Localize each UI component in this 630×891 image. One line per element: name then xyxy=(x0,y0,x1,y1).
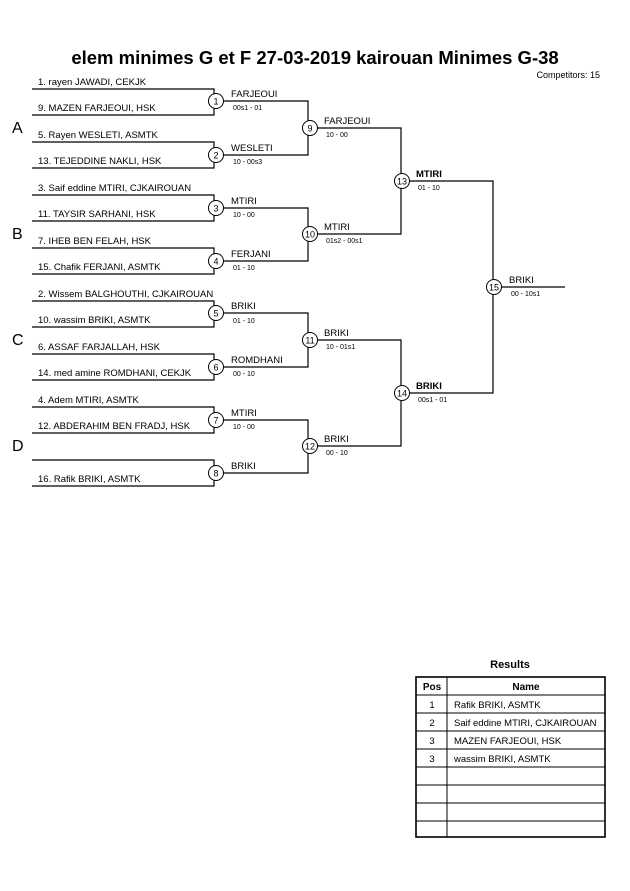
match-circle: 1 xyxy=(208,93,224,109)
svg-text:8: 8 xyxy=(213,468,218,478)
result-pos: 3 xyxy=(429,736,434,747)
pool-label-b: B xyxy=(12,226,23,243)
results-col-name: Name xyxy=(512,682,540,693)
result-name: MAZEN FARJEOUI, HSK xyxy=(454,736,562,747)
competitor-name: 12. ABDERAHIM BEN FRADJ, HSK xyxy=(38,421,191,432)
match-score: 01 - 10 xyxy=(418,185,440,192)
competitor-name: 3. Saif eddine MTIRI, CJKAIROUAN xyxy=(38,183,191,194)
pool-label-c: C xyxy=(12,332,24,349)
final-score: 00 - 10s1 xyxy=(511,291,540,298)
match-winner: ROMDHANI xyxy=(231,355,283,366)
competitor-name: 16. Rafik BRIKI, ASMTK xyxy=(38,474,141,485)
match-circle: 10 xyxy=(302,226,318,242)
match-circle: 6 xyxy=(208,359,224,375)
match-score: 01s2 - 00s1 xyxy=(326,238,363,245)
competitor-name: 2. Wissem BALGHOUTHI, CJKAIROUAN xyxy=(38,289,213,300)
match-circle: 13 xyxy=(394,173,410,189)
svg-text:12: 12 xyxy=(305,441,315,451)
match-circle: 5 xyxy=(208,305,224,321)
match-score: 00 - 10 xyxy=(233,371,255,378)
match-score: 10 - 00 xyxy=(233,424,255,431)
match-winner: MTIRI xyxy=(231,196,257,207)
competitor-name: 11. TAYSIR SARHANI, HSK xyxy=(38,209,156,220)
competitor-name: 14. med amine ROMDHANI, CEKJK xyxy=(38,368,192,379)
match-winner: BRIKI xyxy=(324,434,349,445)
match-winner: FERJANI xyxy=(231,249,271,260)
svg-text:14: 14 xyxy=(397,388,407,398)
match-winner: FARJEOUI xyxy=(231,89,277,100)
final-winner: BRIKI xyxy=(509,275,534,286)
competitor-name: 6. ASSAF FARJALLAH, HSK xyxy=(38,342,161,353)
match-score: 10 - 00s3 xyxy=(233,159,262,166)
result-name: Saif eddine MTIRI, CJKAIROUAN xyxy=(454,718,597,729)
competitor-name: 15. Chafik FERJANI, ASMTK xyxy=(38,262,161,273)
match-circle: 9 xyxy=(302,120,318,136)
match-circle: 8 xyxy=(208,465,224,481)
result-pos: 3 xyxy=(429,754,434,765)
match-winner: BRIKI xyxy=(416,381,442,392)
svg-text:15: 15 xyxy=(489,282,499,292)
match-winner: MTIRI xyxy=(231,408,257,419)
match-circle: 15 xyxy=(486,279,502,295)
result-name: wassim BRIKI, ASMTK xyxy=(453,754,551,765)
result-pos: 1 xyxy=(429,700,434,711)
result-pos: 2 xyxy=(429,718,434,729)
svg-text:11: 11 xyxy=(305,335,314,345)
svg-text:6: 6 xyxy=(213,362,218,372)
match-winner: BRIKI xyxy=(324,328,349,339)
page-title: elem minimes G et F 27-03-2019 kairouan … xyxy=(71,47,558,68)
match-results: FARJEOUI 00s1 - 01 WESLETI 10 - 00s3 MTI… xyxy=(231,89,540,472)
svg-text:3: 3 xyxy=(213,203,218,213)
match-score: 00s1 - 01 xyxy=(418,397,447,404)
match-circle: 7 xyxy=(208,412,224,428)
match-circle: 14 xyxy=(394,385,410,401)
match-circle: 12 xyxy=(302,438,318,454)
match-circle: 11 xyxy=(302,332,318,348)
match-score: 01 - 10 xyxy=(233,265,255,272)
match-score: 10 - 00 xyxy=(233,212,255,219)
competitor-name: 7. IHEB BEN FELAH, HSK xyxy=(38,236,152,247)
match-score: 10 - 01s1 xyxy=(326,344,355,351)
results-table: Results Pos Name 1 Rafik BRIKI, ASMTK 2 … xyxy=(415,659,606,838)
svg-text:4: 4 xyxy=(213,256,218,266)
match-circle: 4 xyxy=(208,253,224,269)
competitor-list: 1. rayen JAWADI, CEKJK 9. MAZEN FARJEOUI… xyxy=(38,77,213,485)
competitor-name: 5. Rayen WESLETI, ASMTK xyxy=(38,130,159,141)
match-winner: BRIKI xyxy=(231,301,256,312)
match-number-circles: 1 2 3 4 5 6 7 8 9 10 11 12 13 14 15 xyxy=(208,93,502,481)
competitor-name: 13. TEJEDDINE NAKLI, HSK xyxy=(38,156,162,167)
svg-text:5: 5 xyxy=(213,308,218,318)
svg-text:2: 2 xyxy=(213,150,218,160)
match-winner: MTIRI xyxy=(324,222,350,233)
pool-label-a: A xyxy=(12,120,23,137)
match-score: 10 - 00 xyxy=(326,132,348,139)
match-circle: 2 xyxy=(208,147,224,163)
competitor-name: 10. wassim BRIKI, ASMTK xyxy=(38,315,151,326)
match-winner: WESLETI xyxy=(231,143,273,154)
svg-text:13: 13 xyxy=(397,176,407,186)
results-col-pos: Pos xyxy=(423,682,442,693)
match-winner: FARJEOUI xyxy=(324,116,370,127)
result-name: Rafik BRIKI, ASMTK xyxy=(454,700,541,711)
competitor-name: 9. MAZEN FARJEOUI, HSK xyxy=(38,103,156,114)
svg-text:1: 1 xyxy=(213,96,218,106)
results-title: Results xyxy=(490,659,530,671)
svg-text:7: 7 xyxy=(213,415,218,425)
match-winner: BRIKI xyxy=(231,461,256,472)
match-score: 01 - 10 xyxy=(233,318,255,325)
match-winner: MTIRI xyxy=(416,169,442,180)
competitor-count: Competitors: 15 xyxy=(536,70,600,80)
competitor-name: 4. Adem MTIRI, ASMTK xyxy=(38,395,139,406)
svg-text:10: 10 xyxy=(305,229,315,239)
match-circle: 3 xyxy=(208,200,224,216)
match-score: 00 - 10 xyxy=(326,450,348,457)
pool-label-d: D xyxy=(12,438,24,455)
svg-text:9: 9 xyxy=(307,123,312,133)
match-score: 00s1 - 01 xyxy=(233,105,262,112)
competitor-name: 1. rayen JAWADI, CEKJK xyxy=(38,77,147,88)
